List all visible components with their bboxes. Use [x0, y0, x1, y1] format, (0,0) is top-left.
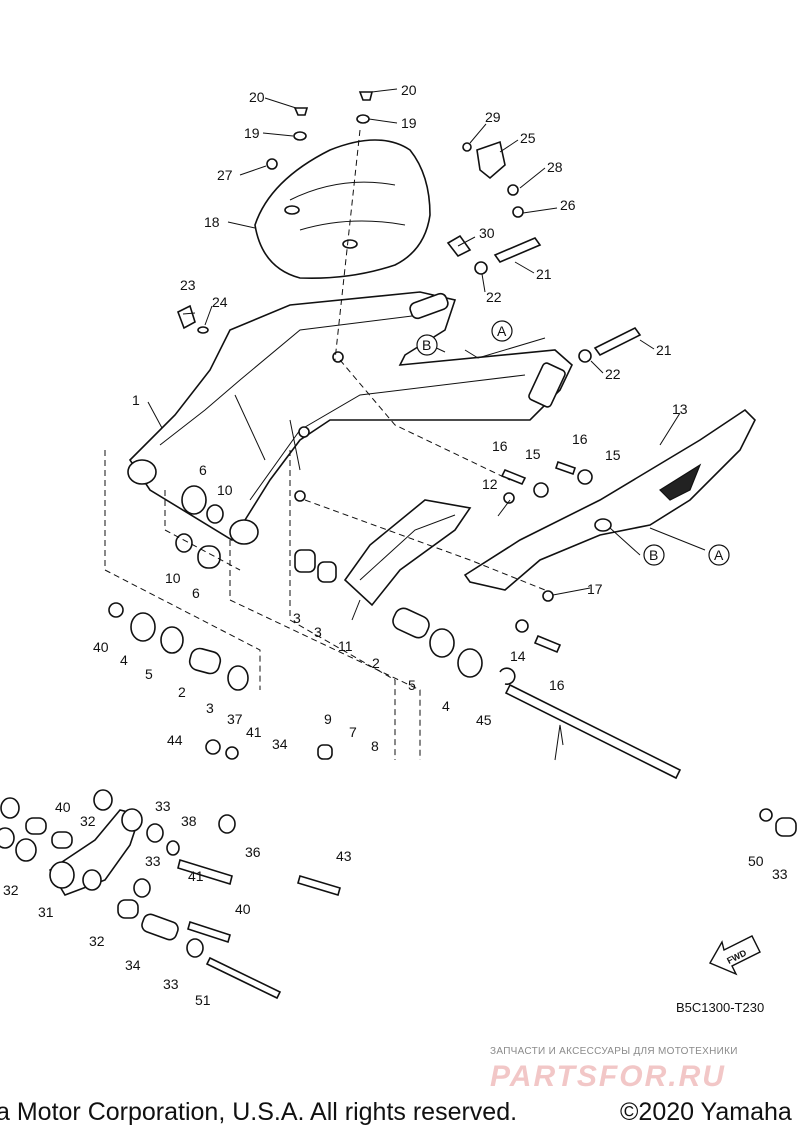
callout-label: 7 — [349, 724, 357, 740]
copyright-year: ©2020 Yamaha — [620, 1098, 792, 1126]
callout-label: 37 — [227, 711, 243, 727]
callout-numbers: 1 6 10 10 6 3 3 11 40 4 5 2 3 2 5 4 45 1… — [3, 82, 788, 1008]
callout-label: 16 — [572, 431, 588, 447]
callout-label: 8 — [371, 738, 379, 754]
callout-label: 40 — [93, 639, 109, 655]
callout-label: 15 — [525, 446, 541, 462]
callout-label: 13 — [672, 401, 688, 417]
callout-label: 34 — [125, 957, 141, 973]
callout-label: 12 — [482, 476, 498, 492]
callout-label: 19 — [401, 115, 417, 131]
callout-label: 5 — [408, 677, 416, 693]
upper-hardware — [176, 91, 642, 363]
svg-text:B: B — [649, 547, 658, 563]
fwd-arrow-icon: FWD — [709, 935, 761, 976]
svg-text:A: A — [714, 547, 724, 563]
callout-label: 50 — [748, 853, 764, 869]
chain-guard — [343, 499, 472, 607]
callout-label: 43 — [336, 848, 352, 864]
callout-label: 44 — [167, 732, 183, 748]
callout-label: 34 — [272, 736, 288, 752]
callout-label: 3 — [293, 610, 301, 626]
reference-marker-a-top: A — [491, 320, 513, 342]
svg-text:A: A — [497, 323, 507, 339]
callout-label: 21 — [536, 266, 552, 282]
callout-label: 23 — [180, 277, 196, 293]
callout-label: 29 — [485, 109, 501, 125]
callout-label: 2 — [178, 684, 186, 700]
callout-label: 11 — [338, 638, 353, 654]
callout-label: 22 — [486, 289, 502, 305]
callout-label: 32 — [89, 933, 105, 949]
copyright-notice: a Motor Corporation, U.S.A. All rights r… — [0, 1098, 518, 1126]
callout-label: 10 — [165, 570, 181, 586]
callout-label: 15 — [605, 447, 621, 463]
rear-fender-cover — [254, 139, 431, 280]
callout-label: 33 — [145, 853, 161, 869]
callout-label: 30 — [479, 225, 495, 241]
relay-arm-assembly — [0, 739, 341, 1000]
svg-text:B: B — [422, 337, 431, 353]
callout-label: 51 — [195, 992, 211, 1008]
callout-label: 40 — [235, 901, 251, 917]
callout-label: 33 — [155, 798, 171, 814]
callout-label: 3 — [314, 624, 322, 640]
callout-label: 22 — [605, 366, 621, 382]
callout-label: 33 — [772, 866, 788, 882]
callout-label: 36 — [245, 844, 261, 860]
callout-label: 4 — [442, 698, 450, 714]
callout-label: 21 — [656, 342, 672, 358]
callout-label: 9 — [324, 711, 332, 727]
callout-label: 41 — [246, 724, 262, 740]
reference-marker-a-lower: A — [708, 544, 730, 566]
drawing-code: B5C1300-T230 — [676, 1000, 765, 1015]
callout-label: 26 — [560, 197, 576, 213]
callout-label: 31 — [38, 904, 54, 920]
callout-label: 40 — [55, 799, 71, 815]
callout-label: 32 — [80, 813, 96, 829]
callout-label: 18 — [204, 214, 220, 230]
callout-label: 16 — [492, 438, 508, 454]
callout-label: 19 — [244, 125, 260, 141]
callout-label: 32 — [3, 882, 19, 898]
reference-marker-b-top: B — [416, 334, 438, 356]
callout-label: 1 — [132, 392, 140, 408]
watermark-tagline: ЗАПЧАСТИ И АКСЕССУАРЫ ДЛЯ МОТОТЕХНИКИ — [490, 1046, 738, 1057]
callout-label: 20 — [401, 82, 417, 98]
callout-leaders — [147, 88, 706, 761]
callout-label: 28 — [547, 159, 563, 175]
assembly-reference-lines — [104, 129, 546, 760]
right-lower-hardware — [759, 808, 797, 837]
callout-label: 5 — [145, 666, 153, 682]
callout-label: 25 — [520, 130, 536, 146]
callout-label: 6 — [192, 585, 200, 601]
callout-label: 17 — [587, 581, 603, 597]
watermark-logo: PARTSFOR.RU — [490, 1060, 726, 1093]
callout-label: 3 — [206, 700, 214, 716]
callout-label: 16 — [549, 677, 565, 693]
swingarm-body — [127, 291, 573, 545]
reference-marker-b-lower: B — [643, 544, 665, 566]
callout-label: 6 — [199, 462, 207, 478]
callout-label: 45 — [476, 712, 492, 728]
callout-label: 20 — [249, 89, 265, 105]
callout-label: 10 — [217, 482, 233, 498]
callout-label: 2 — [372, 655, 380, 671]
callout-label: 14 — [510, 648, 526, 664]
callout-label: 38 — [181, 813, 197, 829]
callout-label: 4 — [120, 652, 128, 668]
callout-label: 27 — [217, 167, 233, 183]
callout-label: 24 — [212, 294, 228, 310]
callout-label: 41 — [188, 868, 204, 884]
chain-case — [463, 408, 756, 591]
pivot-hardware — [108, 460, 682, 780]
callout-label: 33 — [163, 976, 179, 992]
